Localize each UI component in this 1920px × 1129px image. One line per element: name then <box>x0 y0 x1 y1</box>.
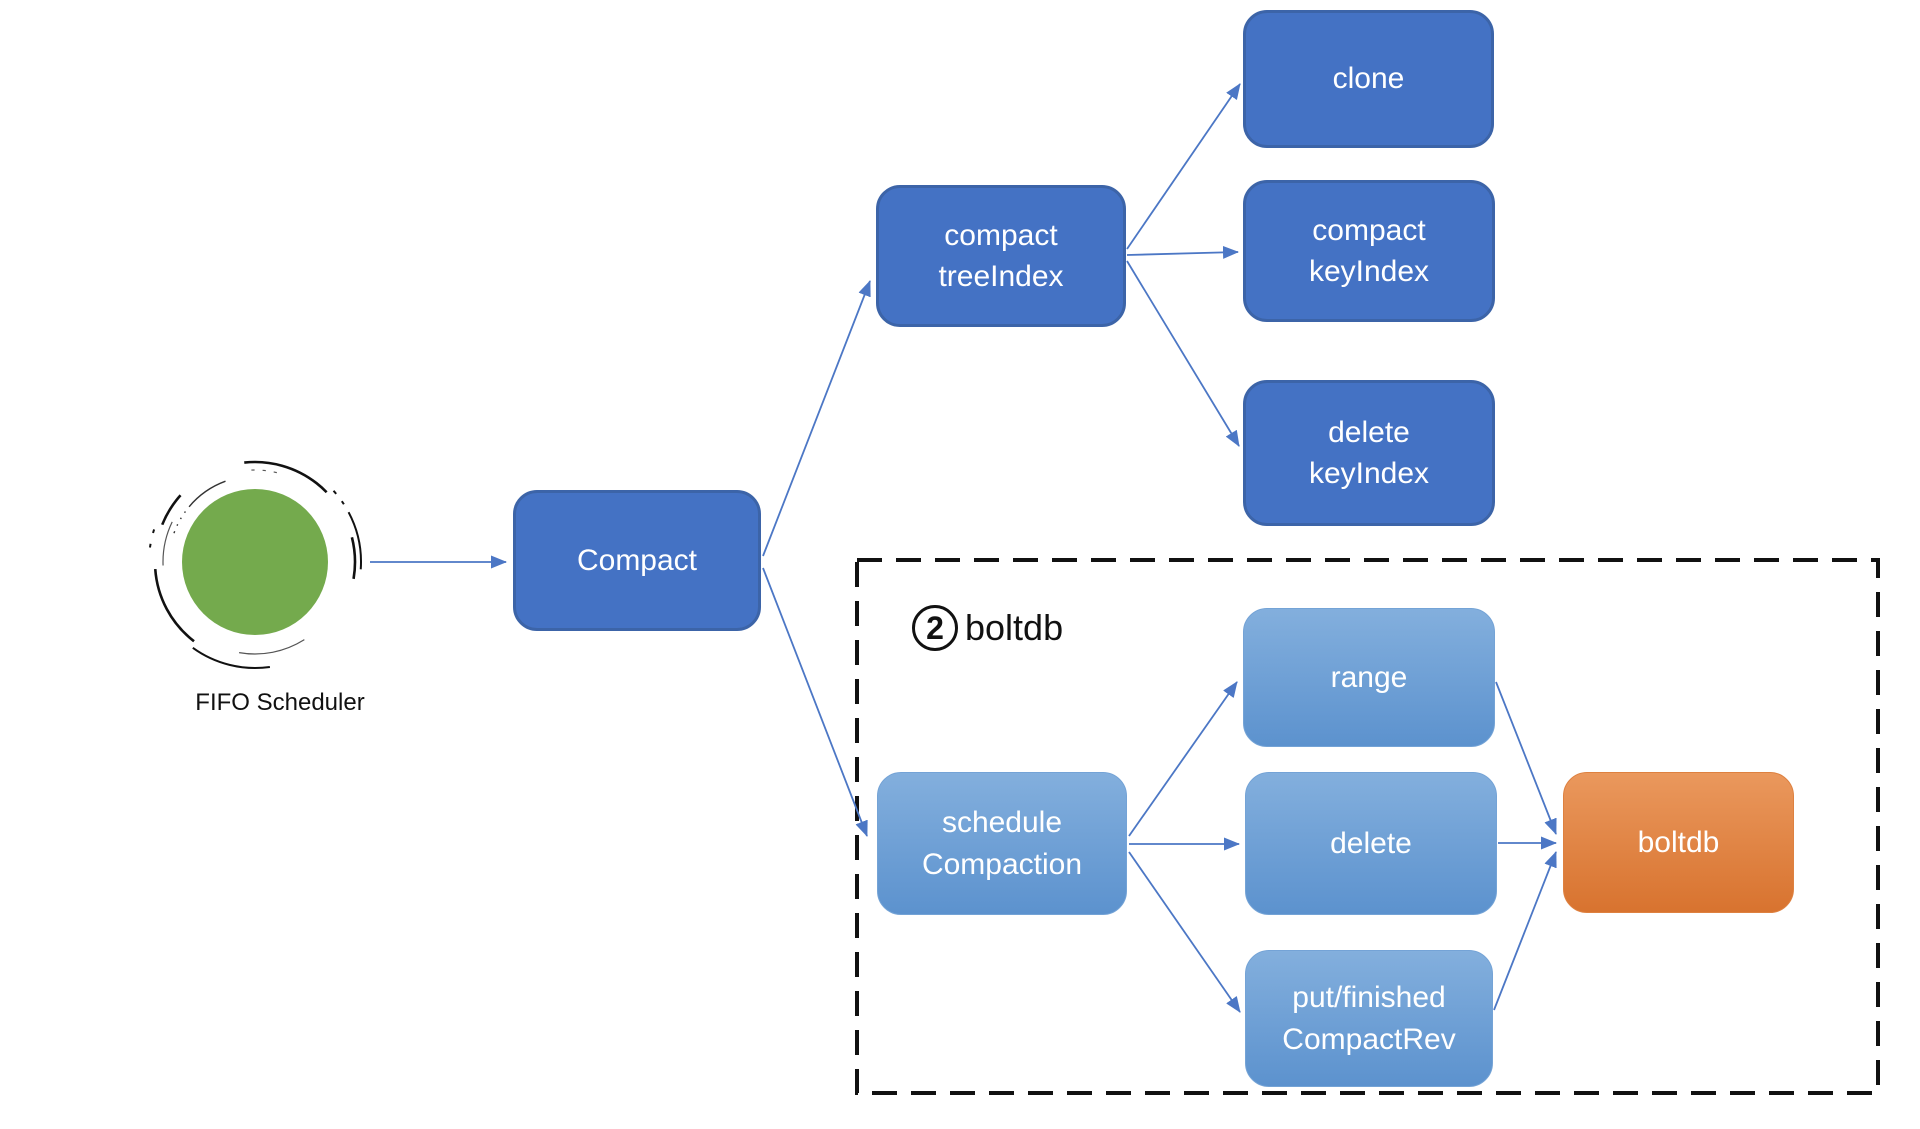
fifo-scheduler-icon <box>148 455 362 669</box>
node-put-finished-compactrev: put/finished CompactRev <box>1245 950 1493 1087</box>
fifo-scheduler-label: FIFO Scheduler <box>195 689 365 716</box>
edge-treeindex-to-delete-keyindex <box>1126 260 1240 447</box>
node-delete-keyindex: delete keyIndex <box>1243 380 1495 526</box>
edge-treeindex-to-clone <box>1126 83 1241 250</box>
edge-range-to-boltdb <box>1495 681 1557 835</box>
boltdb-group-border <box>855 558 1880 1095</box>
boltdb-group-label: 2 boltdb <box>912 605 1063 651</box>
node-range: range <box>1243 608 1495 747</box>
group-name: boltdb <box>965 607 1064 648</box>
node-compact: Compact <box>513 490 761 631</box>
sketch-ring <box>148 455 362 669</box>
edge-schedule-to-range <box>1128 681 1238 837</box>
node-boltdb: boltdb <box>1563 772 1794 913</box>
node-schedule-compaction: schedule Compaction <box>877 772 1127 915</box>
node-clone: clone <box>1243 10 1494 148</box>
edge-schedule-to-put-finished <box>1128 851 1241 1013</box>
node-compact-treeindex: compact treeIndex <box>876 185 1126 327</box>
node-compact-keyindex: compact keyIndex <box>1243 180 1495 322</box>
edge-compact-to-schedule-compaction <box>762 567 868 837</box>
green-circle <box>182 489 328 635</box>
node-delete: delete <box>1245 772 1497 915</box>
edge-compact-to-compact-treeindex <box>762 280 871 557</box>
edge-treeindex-to-compact-keyindex <box>1126 245 1239 259</box>
group-number-badge: 2 <box>912 605 958 651</box>
edge-put-finished-to-boltdb <box>1493 851 1557 1011</box>
